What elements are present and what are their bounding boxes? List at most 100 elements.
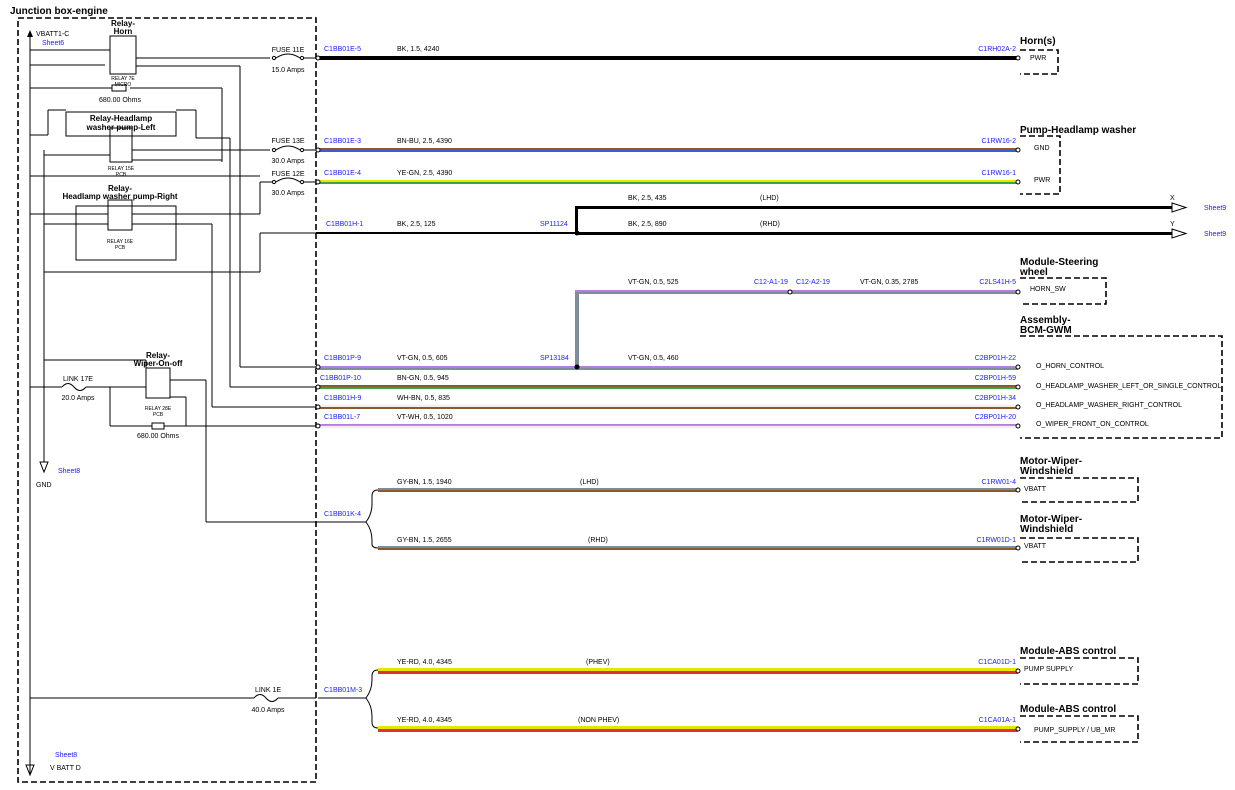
hl-left-relay-ref-1: RELAY 15E (108, 166, 135, 172)
svg-text:VT-GN, 0.5, 525: VT-GN, 0.5, 525 (628, 279, 679, 286)
link-17e-rating: 20.0 Amps (61, 395, 95, 402)
svg-text:VT-GN, 0.5, 605: VT-GN, 0.5, 605 (397, 355, 448, 362)
svg-text:C1BB01E-5: C1BB01E-5 (324, 46, 361, 53)
wire-pump-pwr: C1BB01E-4 YE-GN, 2.5, 4390 C1RW16-1 (315, 170, 1021, 185)
svg-text:C1RW01D-1: C1RW01D-1 (976, 537, 1016, 544)
fuse-11e: FUSE 11E 15.0 Amps (271, 47, 305, 74)
vbattd-sheet-link[interactable]: Sheet8 (55, 752, 77, 759)
svg-text:C1BB01P-10: C1BB01P-10 (320, 375, 361, 382)
svg-text:C1BB01L-7: C1BB01L-7 (324, 414, 360, 421)
vbatt1-label: VBATT1-C (36, 31, 69, 38)
wire-wiper-motor: C1BB01K-4 GY-BN, 1.5, 1940 (LHD) C1RW01-… (316, 479, 1021, 551)
pump-component: Pump-Headlamp washer GND PWR (1020, 125, 1136, 195)
svg-text:(LHD): (LHD) (580, 479, 599, 486)
svg-text:GY-BN, 1.5, 2655: GY-BN, 1.5, 2655 (397, 537, 452, 544)
svg-text:C1BB01E-3: C1BB01E-3 (324, 138, 361, 145)
svg-text:O_WIPER_FRONT_ON_CONTROL: O_WIPER_FRONT_ON_CONTROL (1036, 421, 1149, 428)
wiper-resistor-label: 680.00 Ohms (137, 433, 180, 440)
svg-text:C2LS41H-5: C2LS41H-5 (979, 279, 1016, 286)
hl-right-relay-ref-2: PCB (115, 245, 126, 251)
svg-text:30.0 Amps: 30.0 Amps (271, 158, 305, 165)
svg-text:O_HORN_CONTROL: O_HORN_CONTROL (1036, 363, 1104, 370)
svg-text:YE-RD, 4.0, 4345: YE-RD, 4.0, 4345 (397, 659, 452, 666)
wire-bcm-hl-right: C1BB01H-9 WH-BN, 0.5, 835 C2BP01H-34 (315, 395, 1021, 410)
svg-text:GY-BN, 1.5, 1940: GY-BN, 1.5, 1940 (397, 479, 452, 486)
svg-text:BCM-GWM: BCM-GWM (1020, 325, 1072, 336)
svg-text:BK, 2.5, 435: BK, 2.5, 435 (628, 195, 667, 202)
svg-text:YE-GN, 2.5, 4390: YE-GN, 2.5, 4390 (397, 170, 452, 177)
sheet6-link[interactable]: Sheet6 (42, 40, 64, 47)
svg-text:C12-A2-19: C12-A2-19 (796, 279, 830, 286)
wiper-motor-1-component: Motor-Wiper- Windshield VBATT (1020, 456, 1139, 503)
wire-steering: VT-GN, 0.5, 525 C12-A1-19 C12-A2-19 VT-G… (575, 279, 1021, 368)
svg-text:VT-GN, 0.35, 2785: VT-GN, 0.35, 2785 (860, 279, 918, 286)
svg-text:Sheet9: Sheet9 (1204, 231, 1226, 238)
svg-text:Motor-Wiper-: Motor-Wiper- (1020, 514, 1082, 525)
svg-text:C1RW01-4: C1RW01-4 (982, 479, 1017, 486)
svg-text:C1BB01E-4: C1BB01E-4 (324, 170, 361, 177)
gnd-sheet-link[interactable]: Sheet8 (58, 468, 80, 475)
svg-text:VBATT: VBATT (1024, 543, 1047, 550)
horn-resistor-label: 680.00 Ohms (99, 97, 142, 104)
svg-text:15.0 Amps: 15.0 Amps (271, 67, 305, 74)
svg-text:Windshield: Windshield (1020, 466, 1073, 477)
horn-component: Horn(s) PWR (1020, 36, 1059, 75)
hl-left-relay-box (109, 127, 133, 163)
svg-text:BN-GN, 0.5, 945: BN-GN, 0.5, 945 (397, 375, 449, 382)
svg-text:(LHD): (LHD) (760, 195, 779, 202)
svg-text:HORN_SW: HORN_SW (1030, 286, 1066, 293)
svg-text:C1RW16-2: C1RW16-2 (982, 138, 1017, 145)
svg-text:C1BB01P-9: C1BB01P-9 (324, 355, 361, 362)
svg-text:C1CA01A-1: C1CA01A-1 (979, 717, 1016, 724)
wire-bcm-horn: C1BB01P-9 VT-GN, 0.5, 605 SP13184 VT-GN,… (315, 355, 1021, 370)
svg-text:PUMP_SUPPLY / UB_MR: PUMP_SUPPLY / UB_MR (1034, 727, 1115, 734)
svg-text:C1RW16-1: C1RW16-1 (982, 170, 1017, 177)
wiper-relay-box (145, 367, 171, 399)
svg-text:Motor-Wiper-: Motor-Wiper- (1020, 456, 1082, 467)
hl-right-relay-ref-1: RELAY 16E (107, 239, 134, 245)
svg-text:BN-BU, 2.5, 4390: BN-BU, 2.5, 4390 (397, 138, 452, 145)
fuse-12e: FUSE 12E 30.0 Amps (271, 171, 305, 197)
svg-text:C2BP01H-20: C2BP01H-20 (975, 414, 1016, 421)
svg-text:C2BP01H-22: C2BP01H-22 (975, 355, 1016, 362)
svg-text:BK, 2.5, 890: BK, 2.5, 890 (628, 221, 667, 228)
svg-text:Horn(s): Horn(s) (1020, 36, 1056, 47)
svg-text:C1RH02A-2: C1RH02A-2 (978, 46, 1016, 53)
svg-text:Sheet9: Sheet9 (1204, 205, 1226, 212)
horn-resistor-icon (111, 84, 127, 92)
hl-right-relay-box (107, 199, 133, 231)
svg-text:C1BB01K-4: C1BB01K-4 (324, 511, 361, 518)
svg-text:WH-BN, 0.5, 835: WH-BN, 0.5, 835 (397, 395, 450, 402)
svg-text:GND: GND (1034, 145, 1050, 152)
svg-text:VT-GN, 0.5, 460: VT-GN, 0.5, 460 (628, 355, 679, 362)
svg-text:(RHD): (RHD) (588, 537, 608, 544)
abs-module-1-component: Module-ABS control PUMP SUPPLY (1020, 646, 1139, 685)
wiper-relay-ref-2: PCB (153, 412, 164, 418)
svg-text:SP11124: SP11124 (540, 221, 568, 228)
horn-relay-box (109, 35, 137, 75)
wire-bk-split: C1BB01H-1 BK, 2.5, 125 SP11124 BK, 2.5, … (316, 195, 1226, 239)
svg-text:C1CA01D-1: C1CA01D-1 (978, 659, 1016, 666)
svg-text:YE-RD, 4.0, 4345: YE-RD, 4.0, 4345 (397, 717, 452, 724)
wire-abs-supply: C1BB01M-3 YE-RD, 4.0, 4345 (PHEV) C1CA01… (318, 659, 1021, 732)
vbattd-arrow-icon (25, 764, 35, 777)
horn-relay-name-1: Relay- (111, 19, 135, 28)
wiper-relay-name-1: Relay- (146, 351, 170, 360)
junction-box-title: Junction box-engine (10, 6, 108, 17)
svg-text:Pump-Headlamp washer: Pump-Headlamp washer (1020, 125, 1136, 136)
svg-text:VBATT: VBATT (1024, 486, 1047, 493)
wiper-relay-name-2: Wiper-On-off (134, 359, 183, 368)
svg-text:FUSE 11E: FUSE 11E (272, 47, 305, 54)
svg-text:C2BP01H-34: C2BP01H-34 (975, 395, 1016, 402)
wire-pump-gnd: C1BB01E-3 BN-BU, 2.5, 4390 C1RW16-2 (315, 138, 1021, 153)
svg-text:Module-Steering: Module-Steering (1020, 257, 1098, 268)
svg-text:FUSE 13E: FUSE 13E (271, 138, 304, 145)
svg-text:SP13184: SP13184 (540, 355, 569, 362)
svg-text:Module-ABS control: Module-ABS control (1020, 704, 1116, 715)
hl-left-relay-label-box (65, 111, 177, 137)
hl-right-relay-name-2: Headlamp washer pump-Right (62, 192, 177, 201)
vbattd-label: V BATT D (50, 765, 81, 772)
link-17e-icon (61, 383, 87, 391)
svg-text:30.0 Amps: 30.0 Amps (271, 190, 305, 197)
